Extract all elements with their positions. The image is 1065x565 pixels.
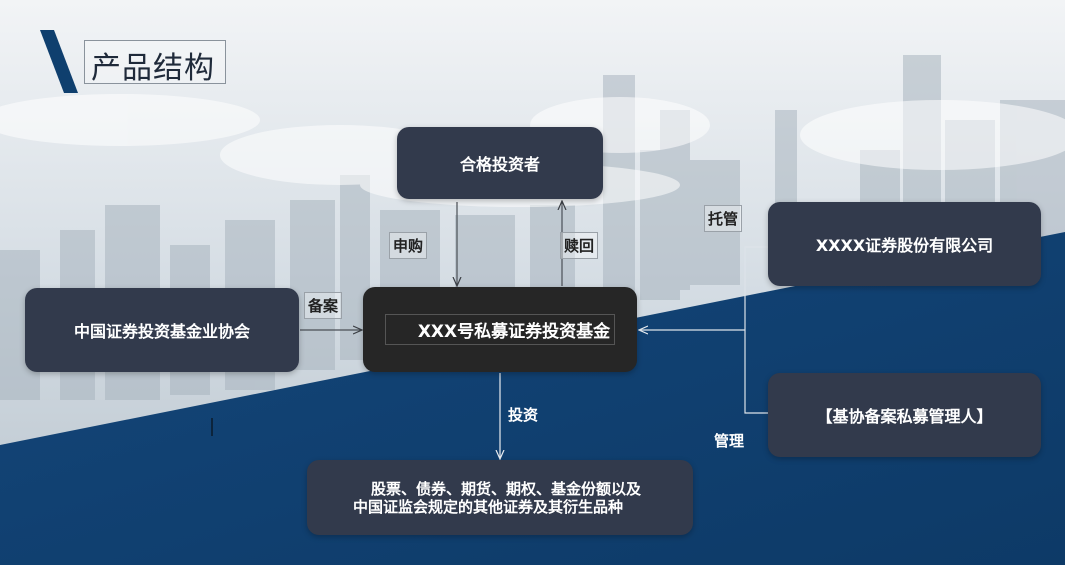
node-manager-label: 【基协备案私募管理人】 [816,407,993,426]
node-custodian: XXXX证券股份有限公司 [768,202,1041,286]
edge-label-custody: 托管 [704,205,743,232]
node-custodian-label: XXXX证券股份有限公司 [815,236,994,255]
node-fund: XXX号私募证券投资基金 [363,287,637,372]
page-title: 产品结构 [91,51,215,86]
edge-label-subscribe: 申购 [389,232,428,259]
node-qualified-investor-label: 合格投资者 [459,155,540,174]
edge-label-filing: 备案 [304,292,343,319]
node-assets: 股票、债券、期货、期权、基金份额以及中国证监会规定的其他证券及其衍生品种 [307,460,693,535]
node-fund-label: XXX号私募证券投资基金 [384,314,616,345]
node-assets-label: 股票、债券、期货、期权、基金份额以及中国证监会规定的其他证券及其衍生品种 [353,479,642,516]
node-manager: 【基协备案私募管理人】 [768,373,1041,457]
node-amac-label: 中国证券投资基金业协会 [73,322,250,341]
edge-label-redeem: 赎回 [560,232,599,259]
node-amac: 中国证券投资基金业协会 [25,288,299,372]
page-title-frame: 产品结构 [84,40,226,86]
edge-label-invest: 投资 [508,406,539,424]
edge-label-manage: 管理 [714,432,745,450]
node-qualified-investor: 合格投资者 [397,127,603,199]
